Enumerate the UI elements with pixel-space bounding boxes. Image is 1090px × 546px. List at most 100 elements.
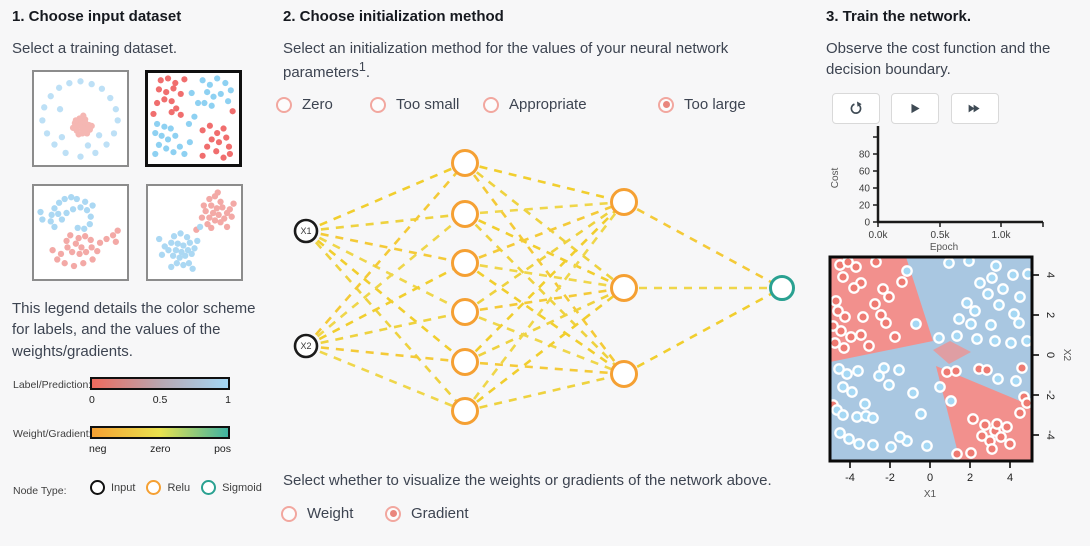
- relu-node: [451, 298, 479, 326]
- data-point: [830, 320, 839, 332]
- input-node-icon: [90, 480, 105, 495]
- data-point: [921, 440, 933, 452]
- data-point: [857, 311, 869, 323]
- network-link: [464, 200, 625, 216]
- play-button[interactable]: [891, 93, 939, 124]
- data-point: [1021, 397, 1032, 409]
- svg-text:Cost: Cost: [830, 167, 841, 188]
- init-method-subtitle: Select an initialization method for the …: [283, 40, 729, 82]
- dataset-thumbnail-random[interactable]: [145, 70, 242, 167]
- dataset-thumbnail-gaussian[interactable]: [146, 184, 243, 281]
- data-point: [837, 409, 849, 421]
- dataset-thumbnail-spiral[interactable]: [32, 184, 129, 281]
- network-link: [305, 162, 466, 347]
- svg-text:60: 60: [859, 167, 871, 178]
- dataset-scatter-spiral: [37, 193, 121, 270]
- svg-text:2: 2: [967, 472, 973, 484]
- viz-mode-option-gradient[interactable]: Gradient: [385, 505, 469, 522]
- network-link: [305, 161, 466, 233]
- network-link: [464, 261, 625, 290]
- data-point: [989, 335, 1001, 347]
- reset-button[interactable]: [832, 93, 880, 124]
- dataset-thumbnail-circle[interactable]: [32, 70, 129, 167]
- red-region: [933, 341, 971, 364]
- svg-text:40: 40: [859, 184, 871, 195]
- dataset-scatter-gaussian: [155, 189, 237, 272]
- data-point: [830, 295, 842, 307]
- reset-icon: [850, 101, 862, 114]
- network-link: [623, 286, 783, 376]
- data-point: [997, 283, 1009, 295]
- init-method-option-too-large[interactable]: Too large: [658, 96, 746, 113]
- relu-node: [451, 200, 479, 228]
- init-method-option-zero[interactable]: Zero: [276, 96, 333, 113]
- network-link: [623, 200, 783, 290]
- data-point: [875, 309, 887, 321]
- data-point: [859, 398, 871, 410]
- data-point: [991, 418, 1003, 430]
- data-point: [863, 340, 875, 352]
- weight-gradient-gradient-bar: [90, 426, 230, 439]
- data-point: [981, 364, 993, 376]
- data-point: [834, 427, 846, 439]
- data-point: [986, 272, 998, 284]
- scale-tick: neg: [89, 443, 107, 455]
- svg-text:20: 20: [859, 201, 871, 212]
- data-point: [845, 331, 857, 343]
- radio-circle: [483, 96, 499, 113]
- data-point: [889, 331, 901, 343]
- data-point: [830, 337, 841, 349]
- svg-text:0.5k: 0.5k: [931, 230, 951, 241]
- sigmoid-node-icon: [201, 480, 217, 495]
- data-point: [950, 365, 962, 377]
- network-link: [464, 200, 625, 265]
- data-point: [974, 277, 986, 289]
- fast-forward-button[interactable]: [951, 93, 999, 124]
- data-point: [893, 364, 905, 376]
- svg-text:0.0k: 0.0k: [869, 230, 889, 241]
- network-link: [305, 310, 466, 348]
- radio-label: Weight: [307, 505, 354, 522]
- data-point: [852, 365, 864, 377]
- data-point: [1022, 268, 1032, 280]
- data-point: [880, 317, 892, 329]
- relu-node: [451, 149, 479, 177]
- init-method-option-appropriate[interactable]: Appropriate: [483, 96, 587, 113]
- data-point: [1001, 421, 1013, 433]
- input-node: [293, 333, 319, 359]
- viz-mode-option-weight[interactable]: Weight: [281, 505, 353, 522]
- svg-text:-2: -2: [1044, 390, 1056, 400]
- radio-label: Too large: [684, 96, 746, 113]
- network-link: [305, 261, 466, 348]
- data-point: [1010, 375, 1022, 387]
- svg-text:0: 0: [864, 218, 870, 229]
- data-point: [965, 447, 977, 459]
- data-point: [971, 333, 983, 345]
- scale-tick: 1: [225, 394, 231, 406]
- data-point: [965, 318, 977, 330]
- network-link: [464, 261, 625, 376]
- network-link: [464, 286, 625, 314]
- data-point: [953, 313, 965, 325]
- node-type-input: Input: [90, 480, 135, 495]
- input-node: [293, 218, 319, 244]
- train-subtitle: Observe the cost function and the decisi…: [826, 40, 1051, 79]
- network-link: [305, 230, 466, 412]
- svg-text:-4: -4: [1044, 430, 1056, 440]
- data-point: [901, 265, 913, 277]
- node-type-item-label: Input: [111, 481, 136, 494]
- data-point: [985, 319, 997, 331]
- radio-label: Gradient: [411, 505, 469, 522]
- data-point: [835, 325, 847, 337]
- network-link: [464, 286, 625, 413]
- red-region: [936, 366, 1032, 461]
- data-point: [1007, 269, 1019, 281]
- relu-node: [610, 274, 638, 302]
- data-point: [963, 257, 975, 267]
- svg-text:Epoch: Epoch: [930, 242, 958, 253]
- init-method-option-too-small[interactable]: Too small: [370, 96, 459, 113]
- relu-node: [610, 360, 638, 388]
